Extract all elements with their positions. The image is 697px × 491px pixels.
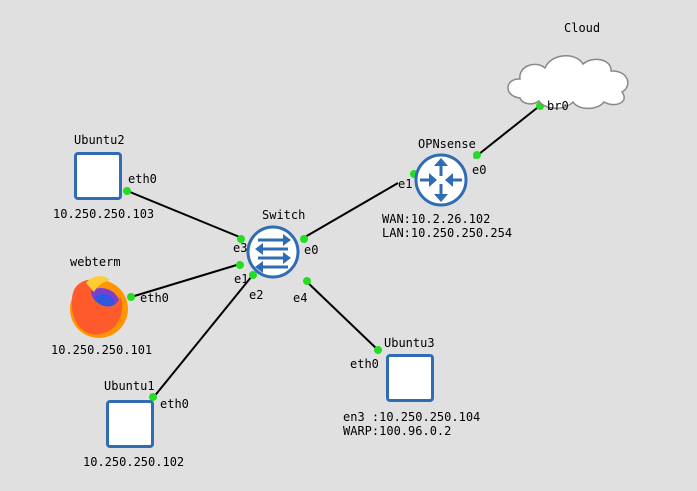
cloud-icon[interactable] bbox=[507, 55, 629, 110]
addr-opnsense-lan: LAN:10.250.250.254 bbox=[382, 226, 513, 240]
addr-ubuntu3-en3: en3 :10.250.250.104 bbox=[343, 410, 481, 424]
host-node-ubuntu1[interactable] bbox=[106, 400, 154, 448]
addr-ubuntu1: 10.250.250.102 bbox=[83, 455, 185, 469]
link-webterm-switch[interactable] bbox=[130, 263, 241, 298]
port-dot-switch-e2 bbox=[249, 271, 257, 279]
addr-ubuntu2: 10.250.250.103 bbox=[53, 207, 155, 221]
node-title-ubuntu3: Ubuntu3 bbox=[384, 336, 435, 350]
iface-switch-e1: e1 bbox=[234, 272, 249, 286]
addr-ubuntu3-warp: WARP:100.96.0.2 bbox=[343, 424, 452, 438]
iface-switch-e4: e4 bbox=[293, 291, 308, 305]
router-arrows-icon[interactable] bbox=[414, 153, 468, 207]
port-dot-ubuntu3-eth0 bbox=[374, 346, 382, 354]
addr-opnsense-wan: WAN:10.2.26.102 bbox=[382, 212, 491, 226]
link-ubuntu1-switch[interactable] bbox=[152, 275, 253, 399]
firefox-icon[interactable] bbox=[70, 276, 128, 338]
switch-arrows-icon[interactable] bbox=[246, 225, 300, 279]
iface-switch-e2: e2 bbox=[249, 288, 264, 302]
link-cloud-opnsense[interactable] bbox=[473, 103, 543, 159]
iface-cloud-br0: br0 bbox=[547, 99, 569, 113]
host-node-ubuntu2[interactable] bbox=[74, 152, 122, 200]
port-dot-webterm-eth0 bbox=[127, 293, 135, 301]
iface-opnsense-e1: e1 bbox=[398, 177, 413, 191]
iface-ubuntu1-eth0: eth0 bbox=[160, 397, 189, 411]
node-title-ubuntu1: Ubuntu1 bbox=[104, 379, 155, 393]
iface-webterm-eth0: eth0 bbox=[140, 291, 169, 305]
port-dot-switch-e4 bbox=[303, 277, 311, 285]
port-dot-switch-e0 bbox=[300, 235, 308, 243]
port-dot-ubuntu1-eth0 bbox=[149, 393, 157, 401]
port-dot-switch-e1 bbox=[236, 261, 244, 269]
link-opnsense-switch[interactable] bbox=[304, 182, 399, 238]
iface-ubuntu3-eth0: eth0 bbox=[350, 357, 379, 371]
iface-opnsense-e0: e0 bbox=[472, 163, 487, 177]
iface-switch-e3: e3 bbox=[233, 241, 248, 255]
iface-switch-e0: e0 bbox=[304, 243, 319, 257]
node-title-opnsense: OPNsense bbox=[418, 137, 476, 151]
link-ubuntu2-switch[interactable] bbox=[124, 189, 243, 239]
node-title-webterm: webterm bbox=[70, 255, 121, 269]
node-title-cloud: Cloud bbox=[564, 21, 601, 35]
iface-ubuntu2-eth0: eth0 bbox=[128, 172, 157, 186]
addr-webterm: 10.250.250.101 bbox=[51, 343, 153, 357]
port-dot-opnsense-e0 bbox=[473, 151, 481, 159]
host-node-ubuntu3[interactable] bbox=[386, 354, 434, 402]
port-dot-switch-e3 bbox=[237, 235, 245, 243]
port-dot-ubuntu2-eth0 bbox=[123, 187, 131, 195]
node-title-ubuntu2: Ubuntu2 bbox=[74, 133, 125, 147]
link-switch-ubuntu3[interactable] bbox=[305, 280, 379, 351]
node-title-switch: Switch bbox=[262, 208, 306, 222]
